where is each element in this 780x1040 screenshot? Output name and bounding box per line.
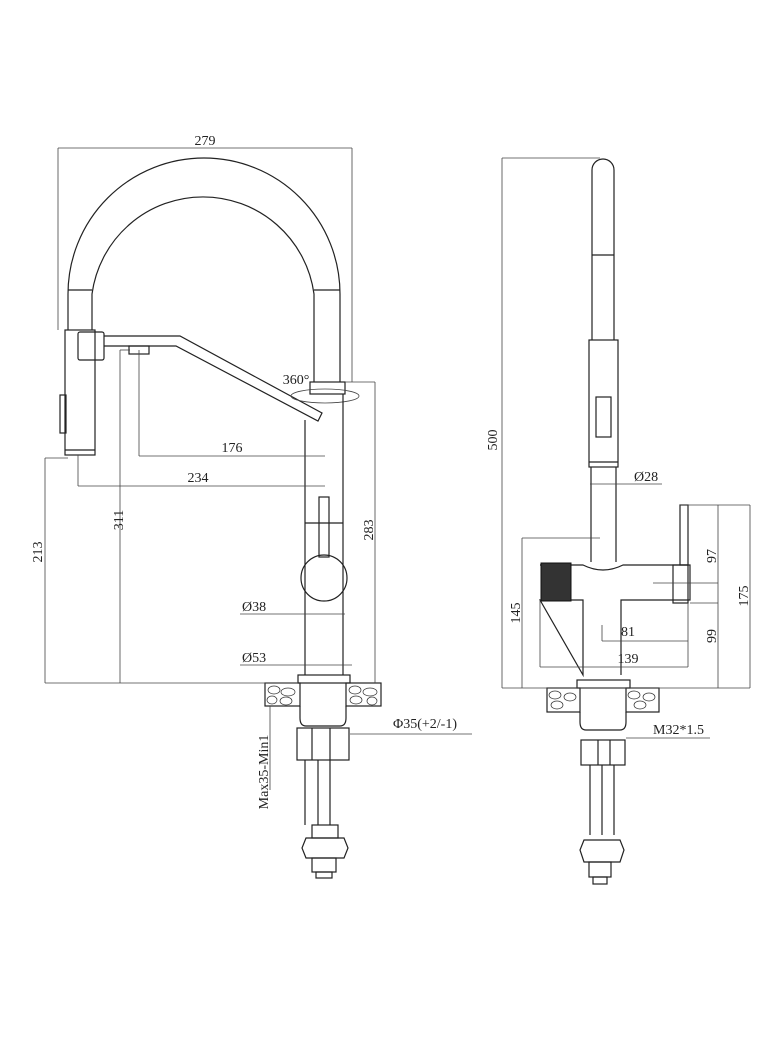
handle-ball	[300, 554, 348, 602]
dim-diameter-28: Ø28	[634, 470, 658, 485]
front-faucet-body	[59, 157, 360, 879]
dim-hole-35: Φ35(+2/-1)	[393, 717, 457, 732]
dim-lever-97: 97	[705, 549, 720, 563]
knurled-handle	[540, 562, 572, 602]
side-faucet-body	[538, 158, 691, 885]
dim-reach-234: 234	[188, 471, 209, 486]
side-dimensions	[501, 157, 751, 739]
dim-thread-m32: M32*1.5	[653, 723, 704, 738]
dim-offset-81: 81	[621, 625, 635, 640]
spray-button	[595, 396, 612, 438]
front-view: 279 360° 176 234 311 213 283 Ø38 Ø53 Φ35…	[31, 134, 472, 879]
dim-width-279: 279	[195, 134, 216, 149]
rotation-arrow-icon	[290, 388, 360, 404]
countertop-section	[264, 682, 382, 707]
dim-height-145: 145	[509, 603, 524, 624]
dim-diameter-38: Ø38	[242, 600, 266, 615]
dim-height-213: 213	[31, 542, 46, 563]
dim-rotation-360: 360°	[283, 373, 310, 388]
side-view: 500 Ø28 145 97 99 175 81 139 M32*1.5	[486, 157, 752, 885]
dim-height-283: 283	[362, 520, 377, 541]
dim-lever-99: 99	[705, 629, 720, 643]
dim-diameter-53: Ø53	[242, 651, 266, 666]
front-dimensions	[44, 147, 472, 790]
dim-deck-thickness: Max35-Min1	[257, 735, 272, 810]
dim-total-175: 175	[737, 586, 752, 607]
dim-height-311: 311	[112, 510, 127, 530]
dim-offset-139: 139	[618, 652, 639, 667]
side-countertop-section	[546, 687, 660, 713]
dim-height-500: 500	[486, 430, 501, 451]
dim-reach-176: 176	[222, 441, 243, 456]
